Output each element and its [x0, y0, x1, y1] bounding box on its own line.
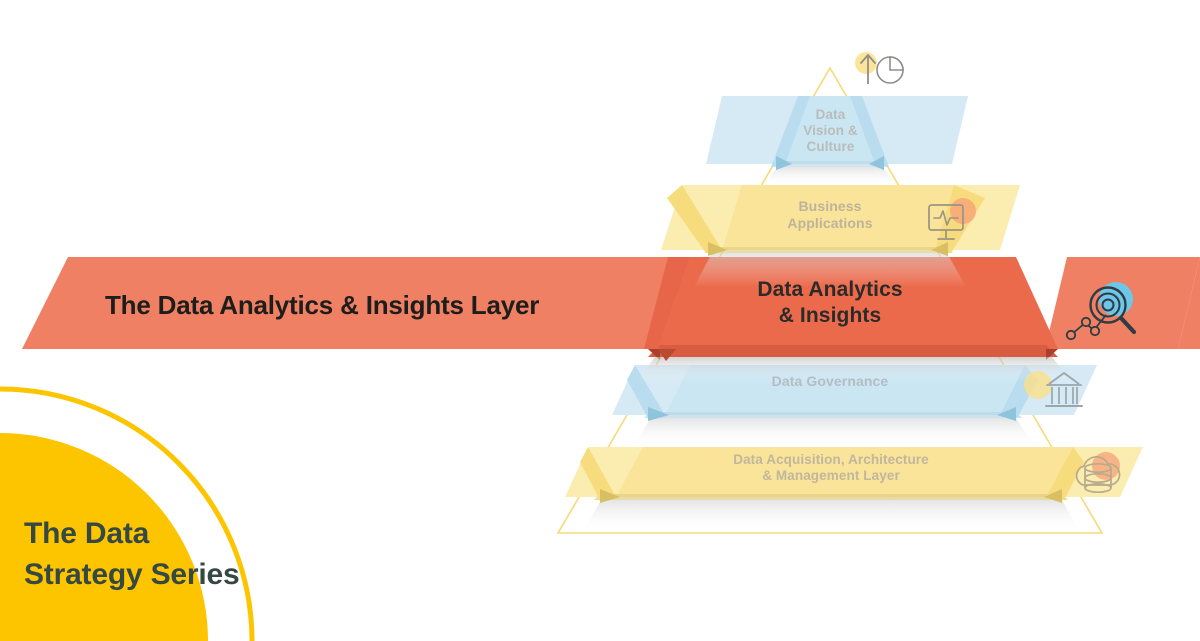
magnifier-scatter-icon: [1065, 282, 1137, 341]
bank-columns-icon: [1024, 371, 1083, 407]
callout-banner[interactable]: [22, 257, 690, 361]
callout-banner-label: The Data Analytics & Insights Layer: [105, 290, 540, 320]
series-badge-shape: [0, 386, 255, 641]
arrow-up-pie-chart-icon: [855, 52, 904, 84]
cloud-database-icon: [1075, 452, 1121, 494]
pyramid-layer-business-applications[interactable]: [661, 185, 1020, 287]
pyramid-layer-data-acquisition[interactable]: [565, 447, 1143, 533]
monitor-pulse-icon: [928, 198, 976, 240]
pyramid-layer-data-vision-culture[interactable]: [706, 96, 968, 185]
series-badge-label: The Data Strategy Series: [24, 517, 240, 592]
